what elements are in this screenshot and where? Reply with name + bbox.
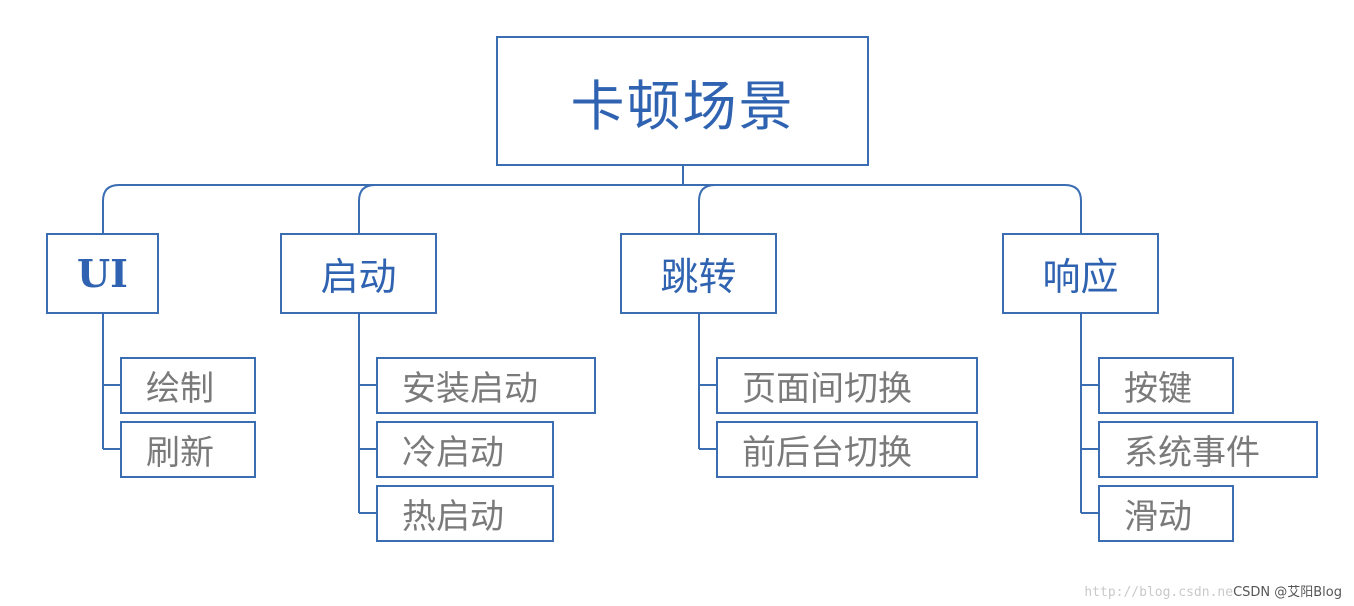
category-node-startup: 启动: [280, 233, 437, 314]
category-node-response: 响应: [1002, 233, 1159, 314]
leaf-node-key-press: 按键: [1098, 357, 1234, 414]
category-label: 跳转: [660, 255, 737, 299]
leaf-node-refresh: 刷新: [120, 421, 256, 478]
leaf-label: 安装启动: [402, 369, 538, 409]
leaf-node-install-start: 安装启动: [376, 357, 596, 414]
leaf-label: 刷新: [146, 433, 214, 473]
leaf-label: 热启动: [402, 497, 504, 537]
leaf-node-hot-start: 热启动: [376, 485, 554, 542]
leaf-label: 绘制: [146, 369, 214, 409]
leaf-node-system-event: 系统事件: [1098, 421, 1318, 478]
leaf-node-cold-start: 冷启动: [376, 421, 554, 478]
leaf-label: 滑动: [1124, 497, 1192, 537]
leaf-node-page-switch: 页面间切换: [716, 357, 978, 414]
watermark-url: http://blog.csdn.ne: [1084, 585, 1234, 600]
category-label: 响应: [1042, 255, 1119, 299]
connector-drop-1: [358, 184, 376, 233]
leaf-node-scroll: 滑动: [1098, 485, 1234, 542]
connector-drop-3: [1064, 184, 1082, 233]
leaf-node-fg-bg-switch: 前后台切换: [716, 421, 978, 478]
leaf-label: 冷启动: [402, 433, 504, 473]
leaf-label: 页面间切换: [742, 369, 912, 409]
watermark: http://blog.csdn.neCSDN @艾阳Blog: [1084, 581, 1342, 600]
category-node-navigation: 跳转: [620, 233, 777, 314]
root-node: 卡顿场景: [496, 36, 869, 166]
connector-drop-0: [102, 184, 120, 233]
leaf-node-draw: 绘制: [120, 357, 256, 414]
connector-drop-2: [698, 184, 716, 233]
leaf-label: 按键: [1124, 369, 1192, 409]
leaf-label: 前后台切换: [742, 433, 912, 473]
root-label: 卡顿场景: [570, 74, 795, 138]
category-label: 启动: [320, 255, 397, 299]
watermark-csdn: CSDN @艾阳Blog: [1233, 585, 1342, 600]
category-node-ui: UI: [46, 233, 159, 314]
leaf-label: 系统事件: [1124, 433, 1260, 473]
category-label: UI: [77, 251, 128, 296]
